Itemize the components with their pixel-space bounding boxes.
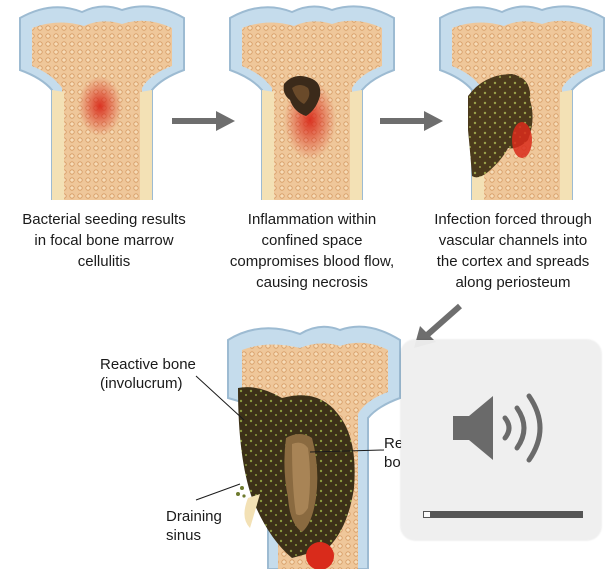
draining-sinus-label: Draining sinus <box>166 508 222 544</box>
stage3-caption: Infection forced through vascular channe… <box>434 211 592 291</box>
sequestrum-label-partial: Re bo <box>384 435 404 471</box>
stage4-bone-illustration <box>208 318 408 570</box>
right-arrow-icon <box>380 110 444 137</box>
stage2-caption: Inflammation within confined space compr… <box>229 211 395 291</box>
reactive-bone-label: Reactive bone (involucrum) <box>100 356 196 392</box>
stage1-bone-illustration <box>12 0 192 201</box>
stage2-bone-illustration <box>222 0 402 201</box>
volume-level-bar <box>423 511 583 518</box>
speaker-volume-icon <box>453 393 543 463</box>
volume-level-fill <box>423 511 431 518</box>
right-arrow-icon <box>172 110 236 137</box>
stage1-caption: Bacterial seeding results in focal bone … <box>22 211 186 270</box>
volume-overlay <box>401 340 601 540</box>
stage3-bone-illustration <box>432 0 616 201</box>
